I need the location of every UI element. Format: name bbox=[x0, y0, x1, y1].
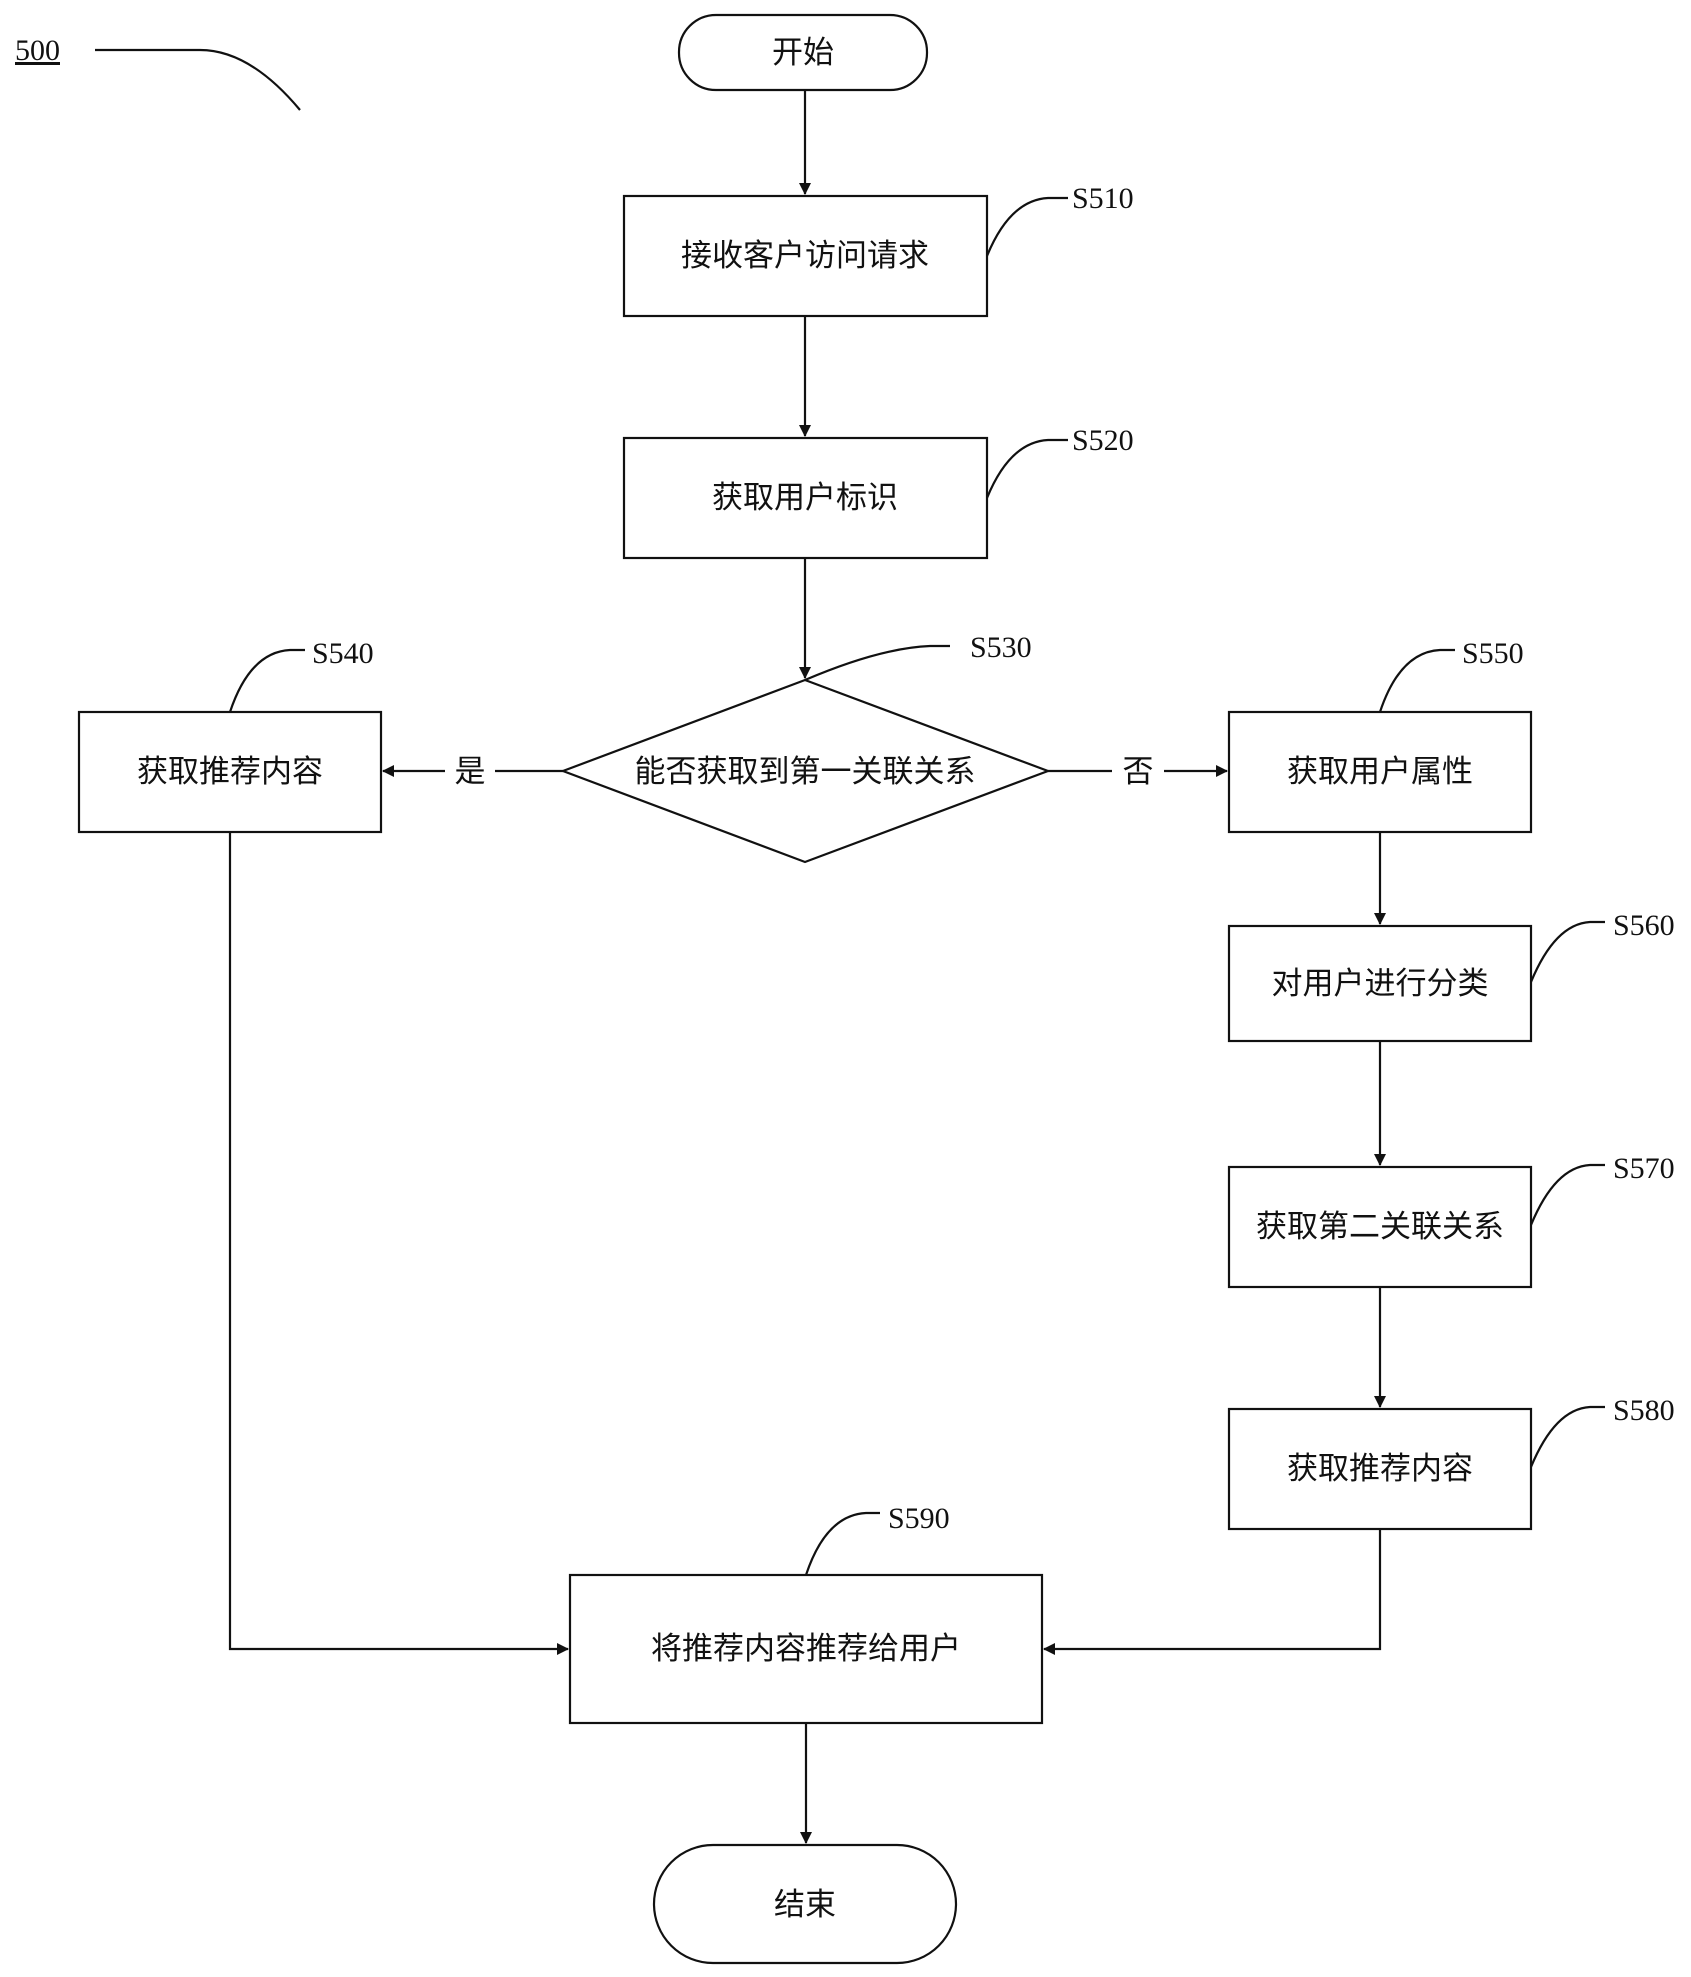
decision-s530-text: 能否获取到第一关联关系 bbox=[635, 754, 976, 790]
s550-leader bbox=[1378, 648, 1455, 713]
s520-leader bbox=[985, 438, 1068, 499]
s570-leader bbox=[1529, 1163, 1605, 1226]
s520-label: S520 bbox=[1072, 424, 1134, 457]
arrow-s540-to-s590 bbox=[228, 832, 569, 1655]
s590-label: S590 bbox=[888, 1502, 950, 1535]
s570-label: S570 bbox=[1613, 1152, 1675, 1185]
step-s550-box: 获取用户属性 bbox=[1227, 710, 1533, 834]
step-s510-box: 接收客户访问请求 bbox=[622, 194, 989, 318]
step-s510-text: 接收客户访问请求 bbox=[681, 238, 929, 274]
step-s570-box: 获取第二关联关系 bbox=[1227, 1165, 1533, 1289]
s510-leader bbox=[985, 196, 1068, 257]
step-s590-box: 将推荐内容推荐给用户 bbox=[568, 1573, 1044, 1725]
step-s520-text: 获取用户标识 bbox=[712, 480, 898, 516]
s510-label: S510 bbox=[1072, 182, 1134, 215]
s580-label: S580 bbox=[1613, 1394, 1675, 1427]
start-terminal: 开始 bbox=[677, 13, 929, 92]
step-s540-text: 获取推荐内容 bbox=[137, 754, 323, 790]
arrow-s580-to-s590 bbox=[1043, 1529, 1382, 1655]
s590-leader bbox=[804, 1511, 880, 1576]
s530-leader bbox=[804, 644, 950, 682]
step-s560-text: 对用户进行分类 bbox=[1272, 966, 1489, 1002]
end-text: 结束 bbox=[774, 1887, 836, 1923]
figure-label-leader bbox=[95, 48, 301, 111]
figure-label: 500 bbox=[15, 34, 60, 67]
step-s580-box: 获取推荐内容 bbox=[1227, 1407, 1533, 1531]
decision-s530: 能否获取到第一关联关系 bbox=[559, 678, 1052, 864]
s540-leader bbox=[228, 648, 305, 713]
edge-label-no: 否 bbox=[1123, 754, 1154, 790]
s560-leader bbox=[1529, 920, 1605, 983]
step-s590-text: 将推荐内容推荐给用户 bbox=[651, 1631, 961, 1667]
step-s570-text: 获取第二关联关系 bbox=[1256, 1209, 1504, 1245]
s530-label: S530 bbox=[970, 631, 1032, 664]
step-s520-box: 获取用户标识 bbox=[622, 436, 989, 560]
step-s560-box: 对用户进行分类 bbox=[1227, 924, 1533, 1043]
edge-label-yes: 是 bbox=[455, 754, 486, 790]
s550-label: S550 bbox=[1462, 637, 1524, 670]
s540-label: S540 bbox=[312, 637, 374, 670]
step-s540-box: 获取推荐内容 bbox=[77, 710, 383, 834]
step-s580-text: 获取推荐内容 bbox=[1287, 1451, 1473, 1487]
start-text: 开始 bbox=[772, 35, 834, 71]
end-terminal: 结束 bbox=[652, 1843, 958, 1965]
s560-label: S560 bbox=[1613, 909, 1675, 942]
s580-leader bbox=[1529, 1405, 1605, 1468]
step-s550-text: 获取用户属性 bbox=[1287, 754, 1473, 790]
